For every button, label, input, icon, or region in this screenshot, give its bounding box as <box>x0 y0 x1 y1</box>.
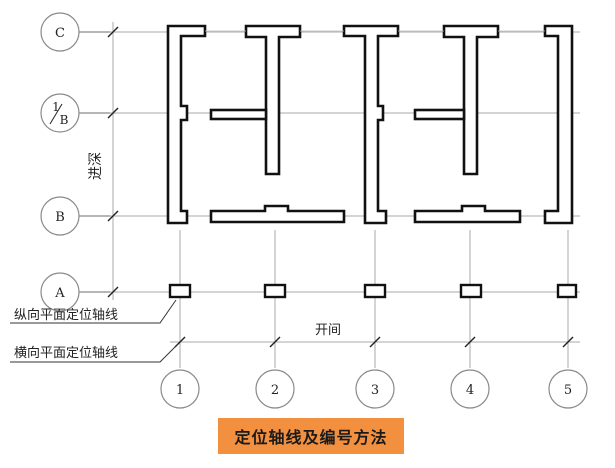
bay-label: 开间 <box>315 323 341 338</box>
tick-a <box>107 286 119 298</box>
axis-grid <box>80 22 580 368</box>
wall-bottom-right <box>413 204 522 224</box>
footing-5 <box>556 283 578 299</box>
tick-2 <box>269 336 281 348</box>
footing-2 <box>263 283 287 299</box>
walls <box>166 24 574 225</box>
caption-banner: 定位轴线及编号方法 <box>218 418 404 454</box>
bubble-5-label: 5 <box>564 383 572 398</box>
leader-transverse <box>10 343 179 363</box>
bubble-a-label: A <box>54 286 65 301</box>
bubble-half-b-fraction: 1 B <box>49 100 69 127</box>
dimension-ticks <box>107 26 574 348</box>
wall-center-column-3 <box>342 24 400 225</box>
tick-c <box>107 26 119 38</box>
longitudinal-axis-label: 纵向平面定位轴线 <box>14 307 118 323</box>
tick-b <box>107 210 119 222</box>
bubble-4 <box>450 369 490 409</box>
bubble-1-label: 1 <box>176 383 184 398</box>
bubble-3 <box>355 369 395 409</box>
tick-3 <box>369 336 381 348</box>
leader-longitudinal <box>10 299 177 324</box>
bubble-2-label: 2 <box>271 383 279 398</box>
tick-4 <box>464 336 476 348</box>
tick-5 <box>562 336 574 348</box>
wall-t-column-2 <box>244 24 302 176</box>
wall-right-outer <box>543 24 574 225</box>
wall-partition-right <box>413 108 466 121</box>
bubble-2 <box>255 369 295 409</box>
row-bubble-labels: C B A <box>54 26 65 301</box>
fraction-numerator: 1 <box>52 100 60 114</box>
column-bubbles <box>160 369 588 409</box>
transverse-axis-label: 横向平面定位轴线 <box>14 345 118 361</box>
bubble-c-label: C <box>55 26 65 41</box>
footing-3 <box>363 283 387 299</box>
bubble-4-label: 4 <box>466 383 474 398</box>
wall-bottom-left <box>209 204 346 224</box>
fraction-denominator: B <box>60 113 69 127</box>
bubble-5 <box>548 369 588 409</box>
annotation-leaders <box>10 299 179 363</box>
bubble-3-label: 3 <box>371 383 379 398</box>
footing-1 <box>168 283 192 299</box>
column-bubble-labels: 1 2 3 4 5 <box>176 383 572 398</box>
fraction-slash <box>49 103 63 125</box>
footing-4 <box>459 283 483 299</box>
wall-partition-left <box>209 108 268 121</box>
bubble-b-label: B <box>55 210 65 225</box>
tick-half-b <box>107 107 119 119</box>
wall-t-column-4 <box>442 24 500 176</box>
depth-label: 进深 <box>88 152 104 180</box>
bubble-1 <box>160 369 200 409</box>
footings <box>168 283 578 299</box>
wall-left-outer <box>166 24 207 225</box>
